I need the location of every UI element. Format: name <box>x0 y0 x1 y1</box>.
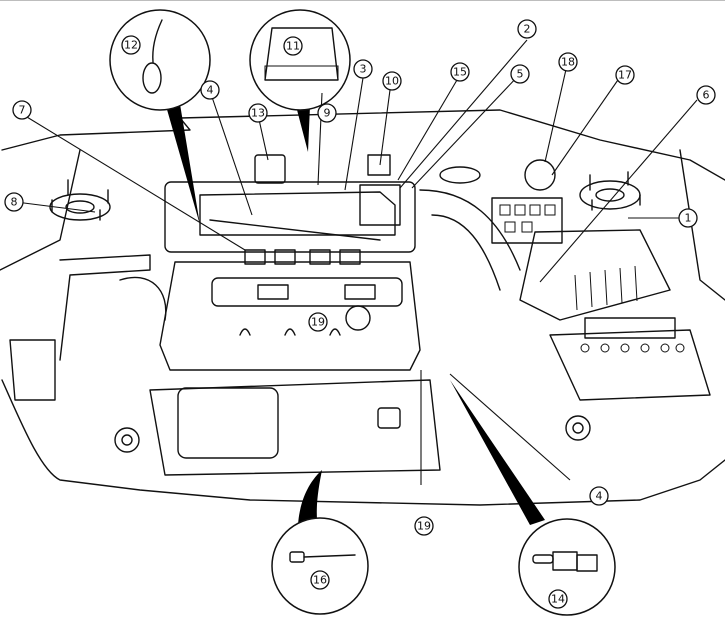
callout-18: 18 <box>558 52 578 72</box>
callout-19-bottom: 19 <box>414 516 434 536</box>
svg-text:4: 4 <box>596 490 603 503</box>
callout-11: 11 <box>283 36 303 56</box>
svg-text:7: 7 <box>19 104 26 117</box>
callouts: 1 2 3 4 4 5 6 7 8 9 10 11 12 13 14 15 16… <box>4 19 716 609</box>
detail-view-12 <box>109 9 211 111</box>
svg-text:10: 10 <box>385 75 399 88</box>
callout-5: 5 <box>510 64 530 84</box>
callout-17: 17 <box>615 65 635 85</box>
air-cleaner <box>519 229 671 321</box>
pointer-16 <box>298 470 322 528</box>
callout-1: 1 <box>678 208 698 228</box>
right-strut-tower <box>579 171 641 211</box>
svg-text:5: 5 <box>517 68 524 81</box>
leader-lines <box>15 39 698 485</box>
fuel-injectors <box>244 249 361 265</box>
svg-text:13: 13 <box>251 107 265 120</box>
svg-text:16: 16 <box>313 574 327 587</box>
callout-14: 14 <box>548 589 568 609</box>
callout-7: 7 <box>12 100 32 120</box>
svg-text:12: 12 <box>124 39 138 52</box>
svg-text:3: 3 <box>360 63 367 76</box>
svg-text:8: 8 <box>11 196 18 209</box>
pointer-11 <box>296 106 310 152</box>
svg-text:9: 9 <box>324 107 331 120</box>
callout-13: 13 <box>248 103 268 123</box>
callout-9: 9 <box>317 103 337 123</box>
svg-text:19: 19 <box>311 316 325 329</box>
callout-3: 3 <box>353 59 373 79</box>
valve-cover <box>159 261 421 371</box>
svg-text:14: 14 <box>551 593 565 606</box>
svg-text:2: 2 <box>524 23 531 36</box>
callout-4-bottom: 4 <box>589 486 609 506</box>
callout-15: 15 <box>450 62 470 82</box>
svg-text:4: 4 <box>207 84 214 97</box>
svg-text:6: 6 <box>703 89 710 102</box>
svg-text:18: 18 <box>561 56 575 69</box>
svg-text:1: 1 <box>685 212 692 225</box>
callout-4-top: 4 <box>200 80 220 100</box>
detail-view-14 <box>518 518 616 616</box>
front-crossmember <box>149 379 591 476</box>
svg-text:15: 15 <box>453 66 467 79</box>
left-strut-tower <box>49 179 111 221</box>
detail-pointers <box>162 92 545 528</box>
svg-text:17: 17 <box>618 69 632 82</box>
left-components <box>9 254 167 453</box>
callout-10: 10 <box>382 71 402 91</box>
relay-box <box>491 159 563 244</box>
pointer-14 <box>450 380 545 525</box>
svg-text:19: 19 <box>417 520 431 533</box>
callout-19-engine: 19 <box>308 312 328 332</box>
air-intake-hose <box>419 166 521 291</box>
pointer-12 <box>162 92 200 225</box>
callout-6: 6 <box>696 85 716 105</box>
callout-16: 16 <box>310 570 330 590</box>
callout-8: 8 <box>4 192 24 212</box>
callout-2: 2 <box>517 19 537 39</box>
intake-manifold <box>164 154 416 253</box>
callout-12: 12 <box>121 35 141 55</box>
battery <box>549 317 711 401</box>
detail-view-16 <box>271 517 369 615</box>
svg-text:11: 11 <box>286 40 300 53</box>
detail-view-11 <box>249 9 351 111</box>
